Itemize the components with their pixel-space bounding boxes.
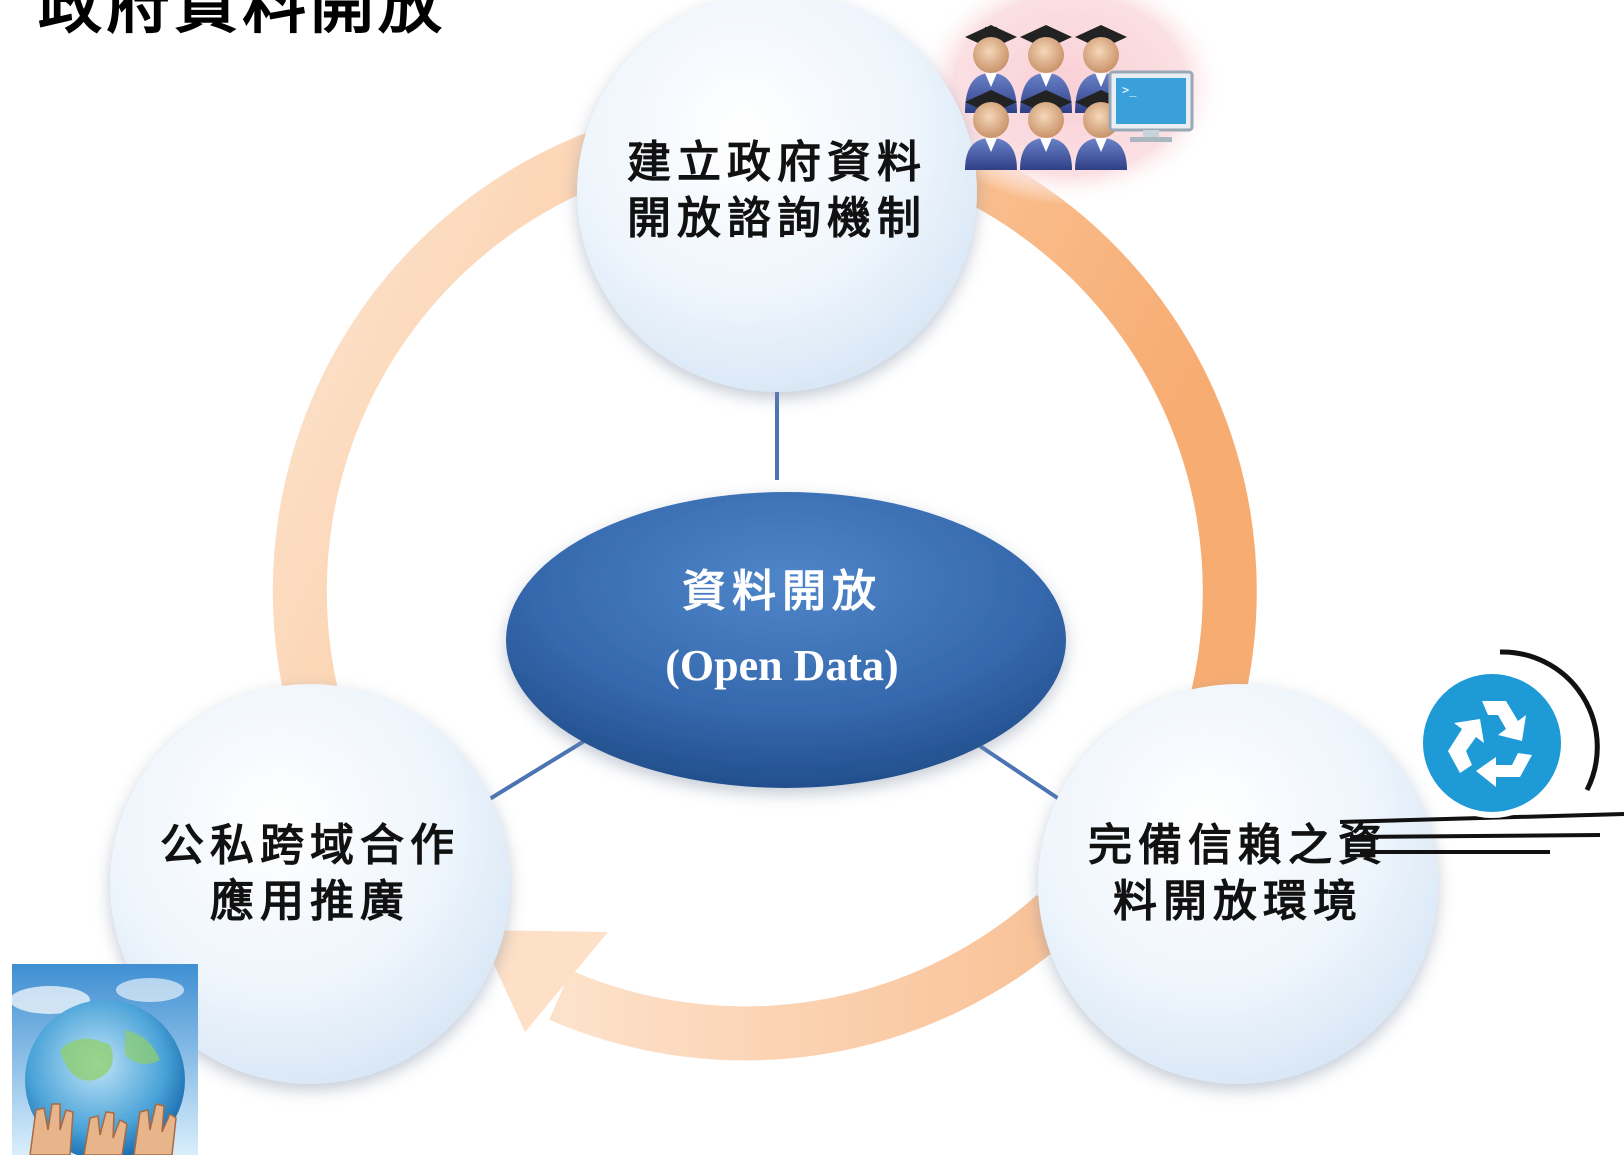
node-right-label: 完備信賴之資 料開放環境 bbox=[1038, 818, 1438, 930]
cycle-ring-lower bbox=[549, 894, 1073, 1061]
node-top-line1: 建立政府資料 bbox=[627, 137, 927, 188]
center-ellipse bbox=[506, 492, 1066, 788]
graduates-computer-icon: >_ bbox=[965, 25, 1194, 170]
node-right-line1: 完備信賴之資 bbox=[1088, 820, 1388, 871]
node-left-line2: 應用推廣 bbox=[210, 876, 410, 927]
node-top-bubble bbox=[577, 0, 977, 392]
node-right-bubble bbox=[1038, 684, 1438, 1084]
node-right-line2: 料開放環境 bbox=[1113, 876, 1363, 927]
globe-hands-icon bbox=[10, 964, 198, 1159]
center-label: 資料開放 (Open Data) bbox=[532, 560, 1032, 692]
connector-left bbox=[486, 738, 588, 802]
center-label-zh: 資料開放 bbox=[682, 566, 882, 617]
page-title: 政府資料開放 bbox=[38, 0, 446, 43]
cycle-arrow-head bbox=[478, 930, 608, 1032]
connector-right bbox=[966, 736, 1070, 807]
node-top-line2: 開放諮詢機制 bbox=[627, 193, 927, 244]
svg-text:>_: >_ bbox=[1122, 83, 1137, 97]
node-top-label: 建立政府資料 開放諮詢機制 bbox=[577, 135, 977, 247]
node-left-line1: 公私跨域合作 bbox=[160, 820, 460, 871]
node-left-label: 公私跨域合作 應用推廣 bbox=[110, 818, 510, 930]
recycle-badge-icon bbox=[1339, 649, 1624, 854]
center-label-en: (Open Data) bbox=[665, 641, 899, 690]
node-left-bubble bbox=[110, 684, 510, 1084]
